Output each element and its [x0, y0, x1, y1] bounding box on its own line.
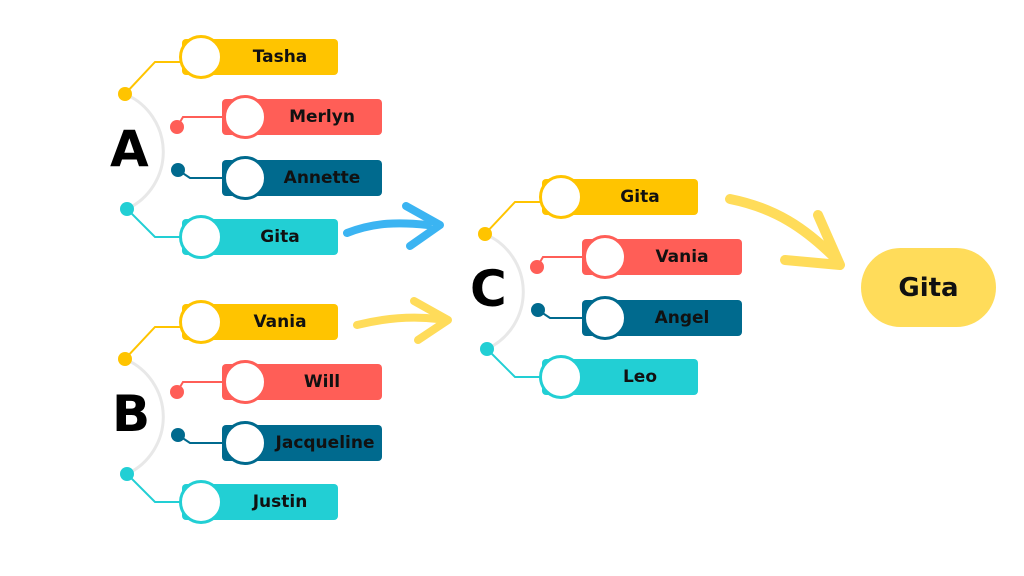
group-arc — [484, 232, 525, 351]
player-name: Justin — [252, 492, 308, 512]
player-name: Leo — [622, 367, 658, 387]
connector-dot-1 — [118, 352, 132, 366]
connector-dot-1 — [118, 87, 132, 101]
group-letter: A — [110, 120, 149, 178]
node-circle — [583, 235, 627, 279]
connector-dot-3 — [171, 428, 185, 442]
node-circle — [583, 296, 627, 340]
player-name: Angel — [654, 308, 710, 328]
connector-line-1 — [124, 61, 182, 95]
node-circle — [179, 300, 223, 344]
node-circle — [539, 175, 583, 219]
connector-dot-2 — [530, 260, 544, 274]
connector-dot-3 — [531, 303, 545, 317]
player-name: Tasha — [252, 47, 308, 67]
connector-line-1 — [484, 201, 542, 235]
node-circle — [223, 421, 267, 465]
player-name: Merlyn — [289, 107, 355, 127]
node-circle — [223, 360, 267, 404]
group-b-connectors — [118, 326, 226, 503]
player-name: Will — [303, 372, 341, 392]
connector-line-1 — [124, 326, 182, 360]
arrow-a-to-c — [343, 202, 444, 250]
group-letter: B — [112, 385, 151, 443]
group-arc — [124, 357, 165, 476]
node-circle — [179, 480, 223, 524]
node-circle — [179, 215, 223, 259]
connector-dot-3 — [171, 163, 185, 177]
connector-line-4 — [486, 348, 542, 378]
connector-dot-2 — [170, 385, 184, 399]
connector-dot-2 — [170, 120, 184, 134]
player-name: Vania — [655, 247, 709, 267]
group-arc — [124, 92, 165, 211]
group-a: A Tasha Merlyn Annette Gita — [0, 0, 400, 280]
group-letter: C — [470, 260, 507, 318]
player-name: Annette — [283, 168, 361, 188]
node-circle — [179, 35, 223, 79]
winner-badge: Gita — [861, 248, 996, 327]
group-c-connectors — [478, 201, 586, 378]
arrow-c-to-result — [725, 194, 845, 270]
node-circle — [223, 95, 267, 139]
player-name: Gita — [620, 187, 660, 207]
connector-dot-4 — [120, 467, 134, 481]
arrow-b-to-c — [353, 297, 452, 344]
group-b: B Vania Will Jacqueline Justin — [0, 265, 400, 545]
player-name: Jacqueline — [275, 433, 375, 453]
connector-dot-4 — [120, 202, 134, 216]
connector-line-4 — [126, 473, 182, 503]
player-name: Gita — [260, 227, 300, 247]
connector-line-4 — [126, 208, 182, 238]
node-circle — [223, 156, 267, 200]
group-a-connectors — [118, 61, 226, 238]
node-circle — [539, 355, 583, 399]
group-c: C Gita Vania Angel Leo — [360, 140, 760, 420]
connector-dot-4 — [480, 342, 494, 356]
connector-dot-1 — [478, 227, 492, 241]
player-name: Vania — [253, 312, 307, 332]
